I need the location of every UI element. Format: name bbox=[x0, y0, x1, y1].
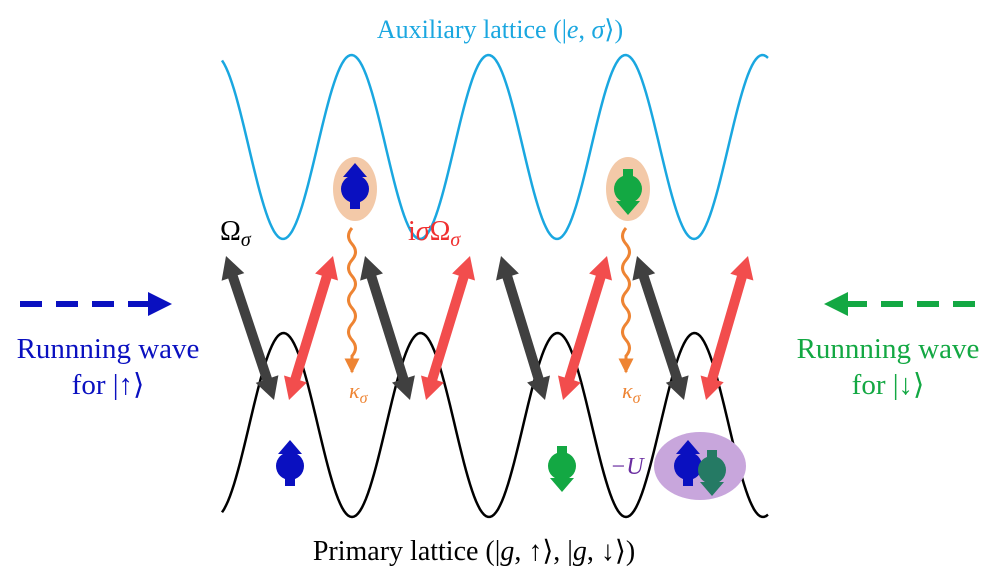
decay-arrow-left bbox=[344, 227, 360, 374]
atom-ground-spin-down bbox=[548, 446, 576, 492]
coupling-arrows-red bbox=[284, 256, 754, 400]
coupling-arrow-red-2 bbox=[421, 256, 475, 400]
coupling-arrow-black-2 bbox=[360, 256, 415, 400]
atom-excited-spin-down bbox=[614, 169, 642, 215]
decay-arrow-right bbox=[618, 227, 634, 374]
kappa-left-label: κσ bbox=[349, 378, 369, 407]
atom-pair-spin-up bbox=[674, 440, 702, 486]
interaction-label: −U bbox=[610, 454, 645, 480]
auxiliary-lattice-title: Auxiliary lattice (|e, σ⟩) bbox=[377, 15, 623, 44]
coupling-arrow-black-4 bbox=[632, 256, 689, 400]
primary-lattice-title: Primary lattice (|g, ↑⟩, |g, ↓⟩) bbox=[313, 536, 635, 567]
kappa-right-label: κσ bbox=[622, 378, 642, 407]
atom-ground-spin-up bbox=[276, 440, 304, 486]
running-wave-down-line2: for |↓⟩ bbox=[852, 369, 925, 401]
running-wave-up-line2: for |↑⟩ bbox=[72, 369, 145, 401]
coupling-arrow-red-3 bbox=[558, 256, 612, 400]
coupling-arrow-black-1 bbox=[221, 256, 279, 400]
running-wave-down-line1: Runnning wave bbox=[797, 333, 980, 365]
coupling-arrow-red-4 bbox=[700, 256, 754, 400]
coupling-arrow-red-1 bbox=[284, 256, 338, 400]
atom-excited-spin-up bbox=[341, 163, 369, 209]
coupling-arrow-black-3 bbox=[496, 256, 550, 400]
omega-red-label: iσΩσ bbox=[408, 216, 461, 251]
coupling-arrows-black bbox=[221, 256, 689, 400]
auxiliary-lattice-curve bbox=[220, 53, 769, 241]
primary-lattice-curve bbox=[220, 331, 769, 519]
running-wave-up-line1: Runnning wave bbox=[17, 333, 200, 365]
atom-pair-spin-down bbox=[698, 450, 726, 496]
omega-black-label: Ωσ bbox=[220, 216, 252, 251]
